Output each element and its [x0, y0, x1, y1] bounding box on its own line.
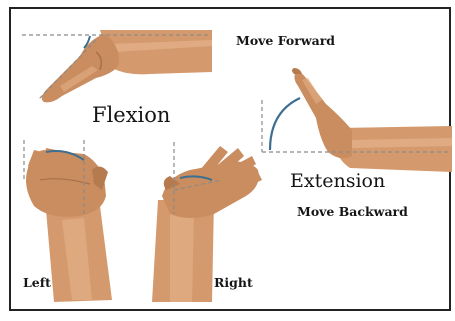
move-backward-label: Move Backward: [297, 204, 408, 219]
extension-label: Extension: [290, 170, 385, 192]
left-label: Left: [23, 275, 51, 290]
right-label: Right: [214, 275, 253, 290]
move-forward-label: Move Forward: [236, 33, 335, 48]
flexion-label: Flexion: [92, 103, 170, 127]
